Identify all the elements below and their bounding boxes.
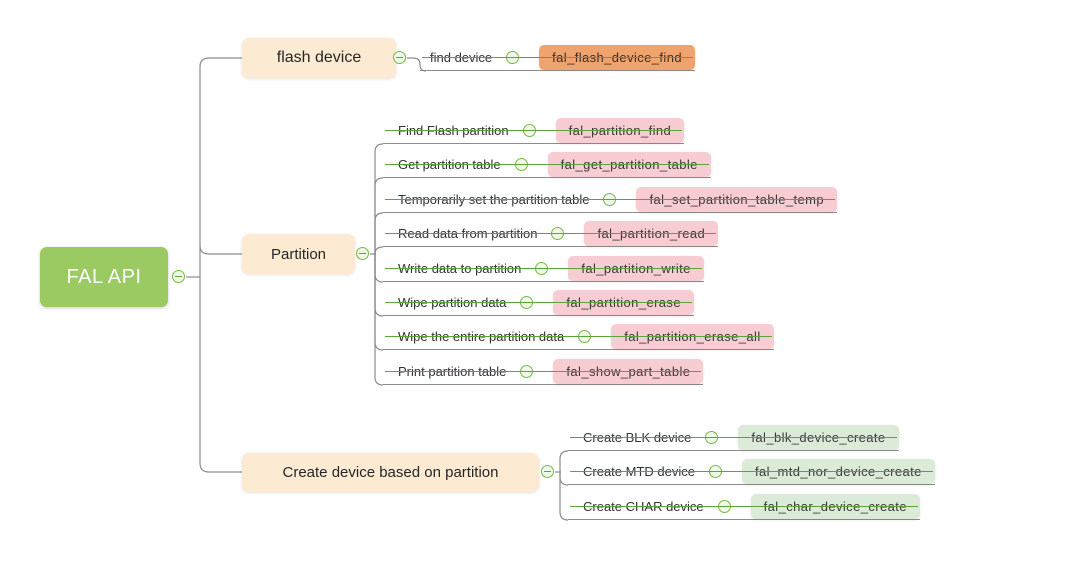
collapse-minus-icon[interactable] (717, 500, 731, 513)
collapse-minus-icon[interactable] (172, 270, 185, 283)
child-row: Temporarily set the partition table fal_… (383, 187, 838, 213)
branch-label: Create device based on partition (282, 464, 499, 481)
collapse-minus-icon[interactable] (520, 296, 534, 309)
collapse-minus-icon[interactable] (522, 124, 536, 137)
child-row: Create BLK device fal_blk_device_create (568, 425, 899, 451)
child-row-find-device: find device fal_flash_device_find (420, 45, 695, 71)
root-label: FAL API (66, 265, 142, 288)
child-row: Create MTD device fal_mtd_nor_device_cre… (568, 459, 935, 485)
collapse-minus-icon[interactable] (708, 465, 722, 478)
collapse-minus-icon[interactable] (541, 465, 554, 478)
branch-node-partition[interactable]: Partition (242, 234, 355, 274)
collapse-minus-icon[interactable] (535, 262, 549, 275)
branch-label: flash device (276, 49, 362, 66)
child-row: Find Flash partition fal_partition_find (383, 118, 685, 144)
collapse-minus-icon[interactable] (520, 365, 534, 378)
collapse-minus-icon[interactable] (551, 227, 565, 240)
collapse-minus-icon[interactable] (356, 247, 369, 260)
collapse-minus-icon[interactable] (506, 51, 520, 64)
child-row: Write data to partition fal_partition_wr… (383, 256, 704, 282)
branch-node-flash-device[interactable]: flash device (242, 38, 396, 78)
collapse-minus-icon[interactable] (603, 193, 617, 206)
branch-node-create-device[interactable]: Create device based on partition (242, 453, 539, 492)
child-row: Get partition table fal_get_partition_ta… (383, 152, 711, 178)
root-node-fal-api[interactable]: FAL API (40, 247, 168, 307)
collapse-minus-icon[interactable] (578, 330, 592, 343)
child-row: Wipe the entire partition data fal_parti… (383, 324, 774, 350)
collapse-minus-icon[interactable] (393, 51, 406, 64)
child-row: Print partition table fal_show_part_tabl… (383, 359, 704, 385)
child-row: Create CHAR device fal_char_device_creat… (568, 494, 920, 520)
child-row: Read data from partition fal_partition_r… (383, 221, 719, 247)
child-row: Wipe partition data fal_partition_erase (383, 290, 694, 316)
collapse-minus-icon[interactable] (514, 158, 528, 171)
collapse-minus-icon[interactable] (705, 431, 719, 444)
branch-label: Partition (270, 245, 327, 263)
